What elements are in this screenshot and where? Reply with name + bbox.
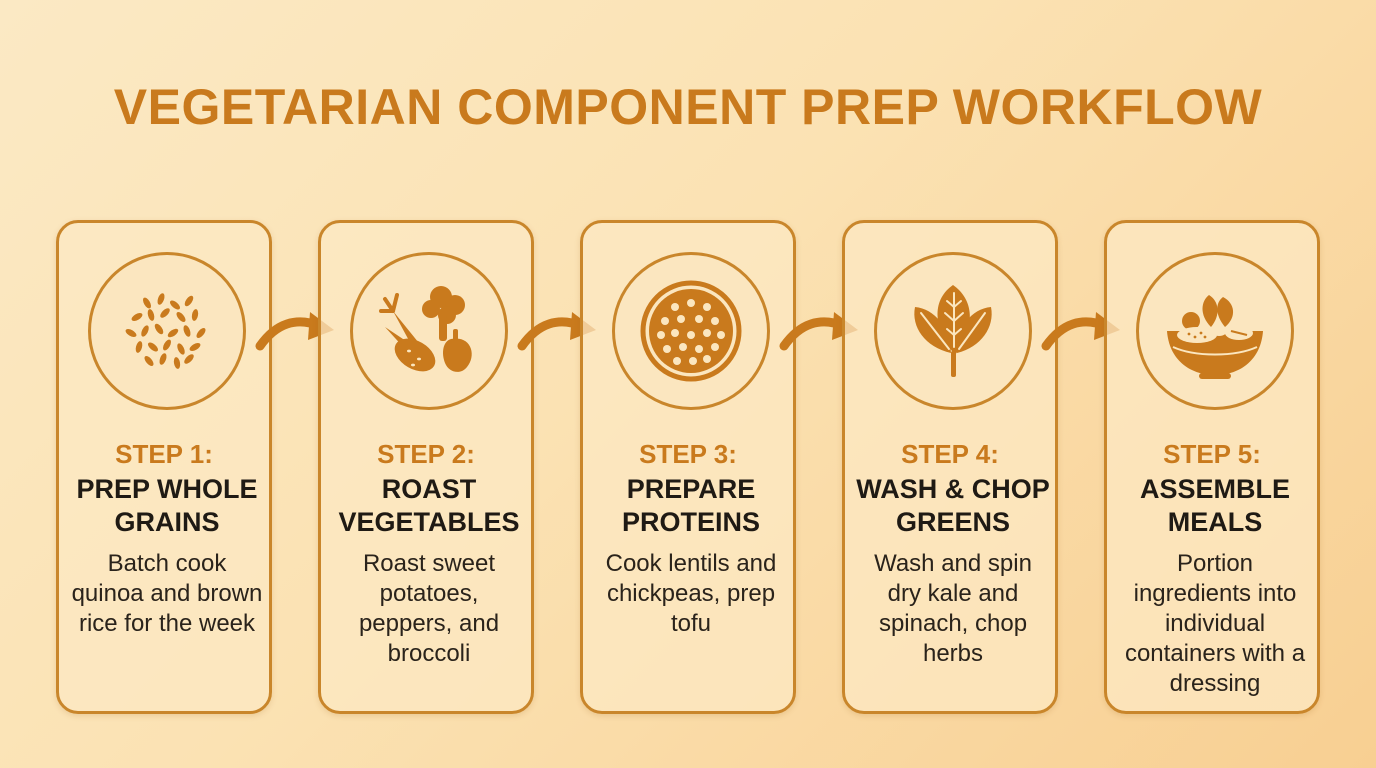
step-1-description: Batch cook quinoa and brown rice for the… <box>71 550 263 637</box>
legumes-bowl-icon <box>640 280 742 382</box>
step-5-icon-circle <box>1136 252 1294 410</box>
step-5-label: STEP 5: <box>1163 439 1261 469</box>
step-2-title: ROAST VEGETABLES <box>338 474 520 537</box>
step-2-description: Roast sweet potatoes, peppers, and brocc… <box>358 550 500 667</box>
step-card-4: STEP 4: WASH & CHOP GREENS Wash and spin… <box>842 220 1058 714</box>
step-3-description: Cook lentils and chickpeas, prep tofu <box>605 550 777 637</box>
step-1-title: PREP WHOLE GRAINS <box>76 474 258 537</box>
step-4-icon-circle <box>874 252 1032 410</box>
step-2-label: STEP 2: <box>377 439 475 469</box>
step-1-label: STEP 1: <box>115 439 213 469</box>
step-5-description: Portion ingredients into individual cont… <box>1124 550 1306 697</box>
step-card-3: STEP 3: PREPARE PROTEINS Cook lentils an… <box>580 220 796 714</box>
step-card-2: STEP 2: ROAST VEGETABLES Roast sweet pot… <box>318 220 534 714</box>
meal-bowl-icon <box>1167 295 1263 379</box>
step-card-1: STEP 1: PREP WHOLE GRAINS Batch cook qui… <box>56 220 272 714</box>
leafy-greens-icon <box>914 285 992 377</box>
step-3-title: PREPARE PROTEINS <box>621 474 761 537</box>
step-3-icon-circle <box>612 252 770 410</box>
vegetables-icon <box>379 286 472 372</box>
step-5-title: ASSEMBLE MEALS <box>1139 474 1291 537</box>
step-4-description: Wash and spin dry kale and spinach, chop… <box>874 550 1032 667</box>
step-4-title: WASH & CHOP GREENS <box>856 474 1050 537</box>
step-2-icon-circle <box>350 252 508 410</box>
step-card-5: STEP 5: ASSEMBLE MEALS Portion ingredien… <box>1104 220 1320 714</box>
step-1-icon-circle <box>88 252 246 410</box>
step-4-label: STEP 4: <box>901 439 999 469</box>
grains-icon <box>125 293 206 369</box>
step-3-label: STEP 3: <box>639 439 737 469</box>
diagram-title: VEGETARIAN COMPONENT PREP WORKFLOW <box>113 79 1263 135</box>
